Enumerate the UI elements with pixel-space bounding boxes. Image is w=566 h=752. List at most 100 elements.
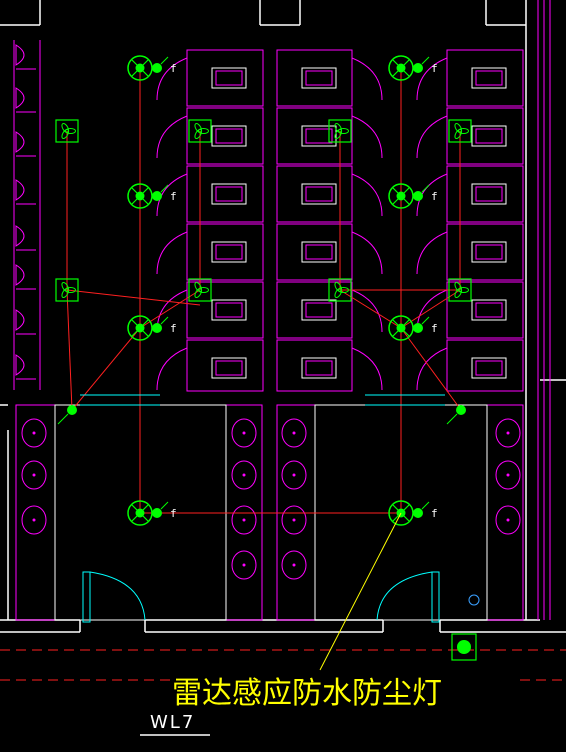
sink — [21, 418, 47, 448]
toilet — [301, 183, 337, 205]
sensor-dot — [413, 191, 423, 201]
sink-drain — [32, 473, 36, 477]
fan-blade — [194, 129, 203, 140]
shaft-lines — [537, 0, 551, 620]
fan-blade — [61, 281, 70, 292]
urinal — [15, 225, 25, 247]
toilet — [211, 67, 247, 89]
wall-lamp-tick — [57, 413, 69, 425]
fixture-mark: f — [170, 62, 177, 75]
fixture-mark: f — [170, 190, 177, 203]
stall — [276, 107, 353, 165]
sink-drain — [292, 431, 296, 435]
sensor-dot — [152, 323, 162, 333]
stall — [186, 107, 264, 165]
sink — [281, 418, 307, 448]
sink-drain — [242, 518, 246, 522]
toilet — [301, 357, 337, 379]
toilet-bowl — [305, 128, 333, 144]
callout-label: 雷达感应防水防尘灯 — [172, 676, 442, 711]
toilet — [471, 183, 507, 205]
wall-lamp — [67, 405, 77, 415]
stall-door-swing — [351, 57, 383, 101]
sink-drain — [506, 431, 510, 435]
sink — [231, 460, 257, 490]
fixture-mark: f — [170, 507, 177, 520]
toilet — [211, 241, 247, 263]
door-leaf — [431, 571, 440, 623]
sensor-dot — [152, 191, 162, 201]
stall — [276, 165, 353, 223]
door-leaf — [82, 571, 91, 623]
doors — [80, 394, 480, 623]
lamp-core — [396, 63, 406, 73]
toilet-bowl — [305, 244, 333, 260]
fan-blade — [454, 129, 463, 140]
urinal — [15, 264, 25, 286]
fixture-mark: f — [431, 190, 438, 203]
fan-blade — [61, 129, 70, 140]
sink-drain — [506, 518, 510, 522]
stall-door-swing — [156, 173, 188, 217]
lamp-core — [135, 63, 145, 73]
fan-blade — [65, 287, 76, 293]
fan-box — [328, 119, 352, 143]
stall-door-swing — [156, 231, 188, 275]
stall-door-swing — [156, 57, 188, 101]
wire — [66, 289, 201, 306]
fan-blade — [194, 281, 203, 292]
toilet-bowl — [215, 244, 243, 260]
toilet — [471, 241, 507, 263]
fan-box — [448, 278, 472, 302]
toilet-bowl — [215, 70, 243, 86]
lamp-core — [135, 508, 145, 518]
fan-blade — [454, 288, 463, 299]
wire — [400, 327, 462, 411]
stall-door-swing — [416, 231, 448, 275]
stall — [276, 281, 353, 339]
wall-lamp — [456, 405, 466, 415]
fan-box — [55, 278, 79, 302]
stall — [186, 339, 264, 392]
sink-drain — [32, 518, 36, 522]
floor-drain — [468, 594, 480, 606]
sensor-dot — [152, 63, 162, 73]
fan-box — [55, 119, 79, 143]
toilet-bowl — [215, 302, 243, 318]
fan-blade — [61, 122, 70, 133]
sink — [495, 460, 521, 490]
toilet-bowl — [305, 302, 333, 318]
urinal — [15, 87, 25, 109]
toilet — [211, 299, 247, 321]
stall-door-swing — [351, 173, 383, 217]
lamp-core — [135, 191, 145, 201]
sensor-tick — [160, 316, 169, 325]
fan-box — [188, 119, 212, 143]
exit-lamp — [457, 640, 471, 654]
stall — [276, 49, 353, 107]
fan-blade — [65, 128, 76, 134]
partitions — [13, 40, 524, 392]
stall-door-swing — [351, 115, 383, 159]
stall — [446, 339, 524, 392]
toilet-bowl — [305, 186, 333, 202]
toilet-bowl — [215, 128, 243, 144]
toilet — [211, 183, 247, 205]
toilet — [471, 125, 507, 147]
fixture-mark: f — [170, 322, 177, 335]
toilet — [301, 299, 337, 321]
toilet-bowl — [305, 70, 333, 86]
fixture-mark: f — [431, 322, 438, 335]
vanity-counter — [15, 404, 56, 621]
sensor-tick — [160, 56, 169, 65]
toilet — [301, 241, 337, 263]
fan-blade — [334, 281, 343, 292]
sink-drain — [292, 473, 296, 477]
toilet-bowl — [475, 360, 503, 376]
stall-door-swing — [156, 347, 188, 391]
sensor-dot — [413, 508, 423, 518]
sensor-dot — [413, 63, 423, 73]
toilet — [211, 125, 247, 147]
fan-box — [448, 119, 472, 143]
